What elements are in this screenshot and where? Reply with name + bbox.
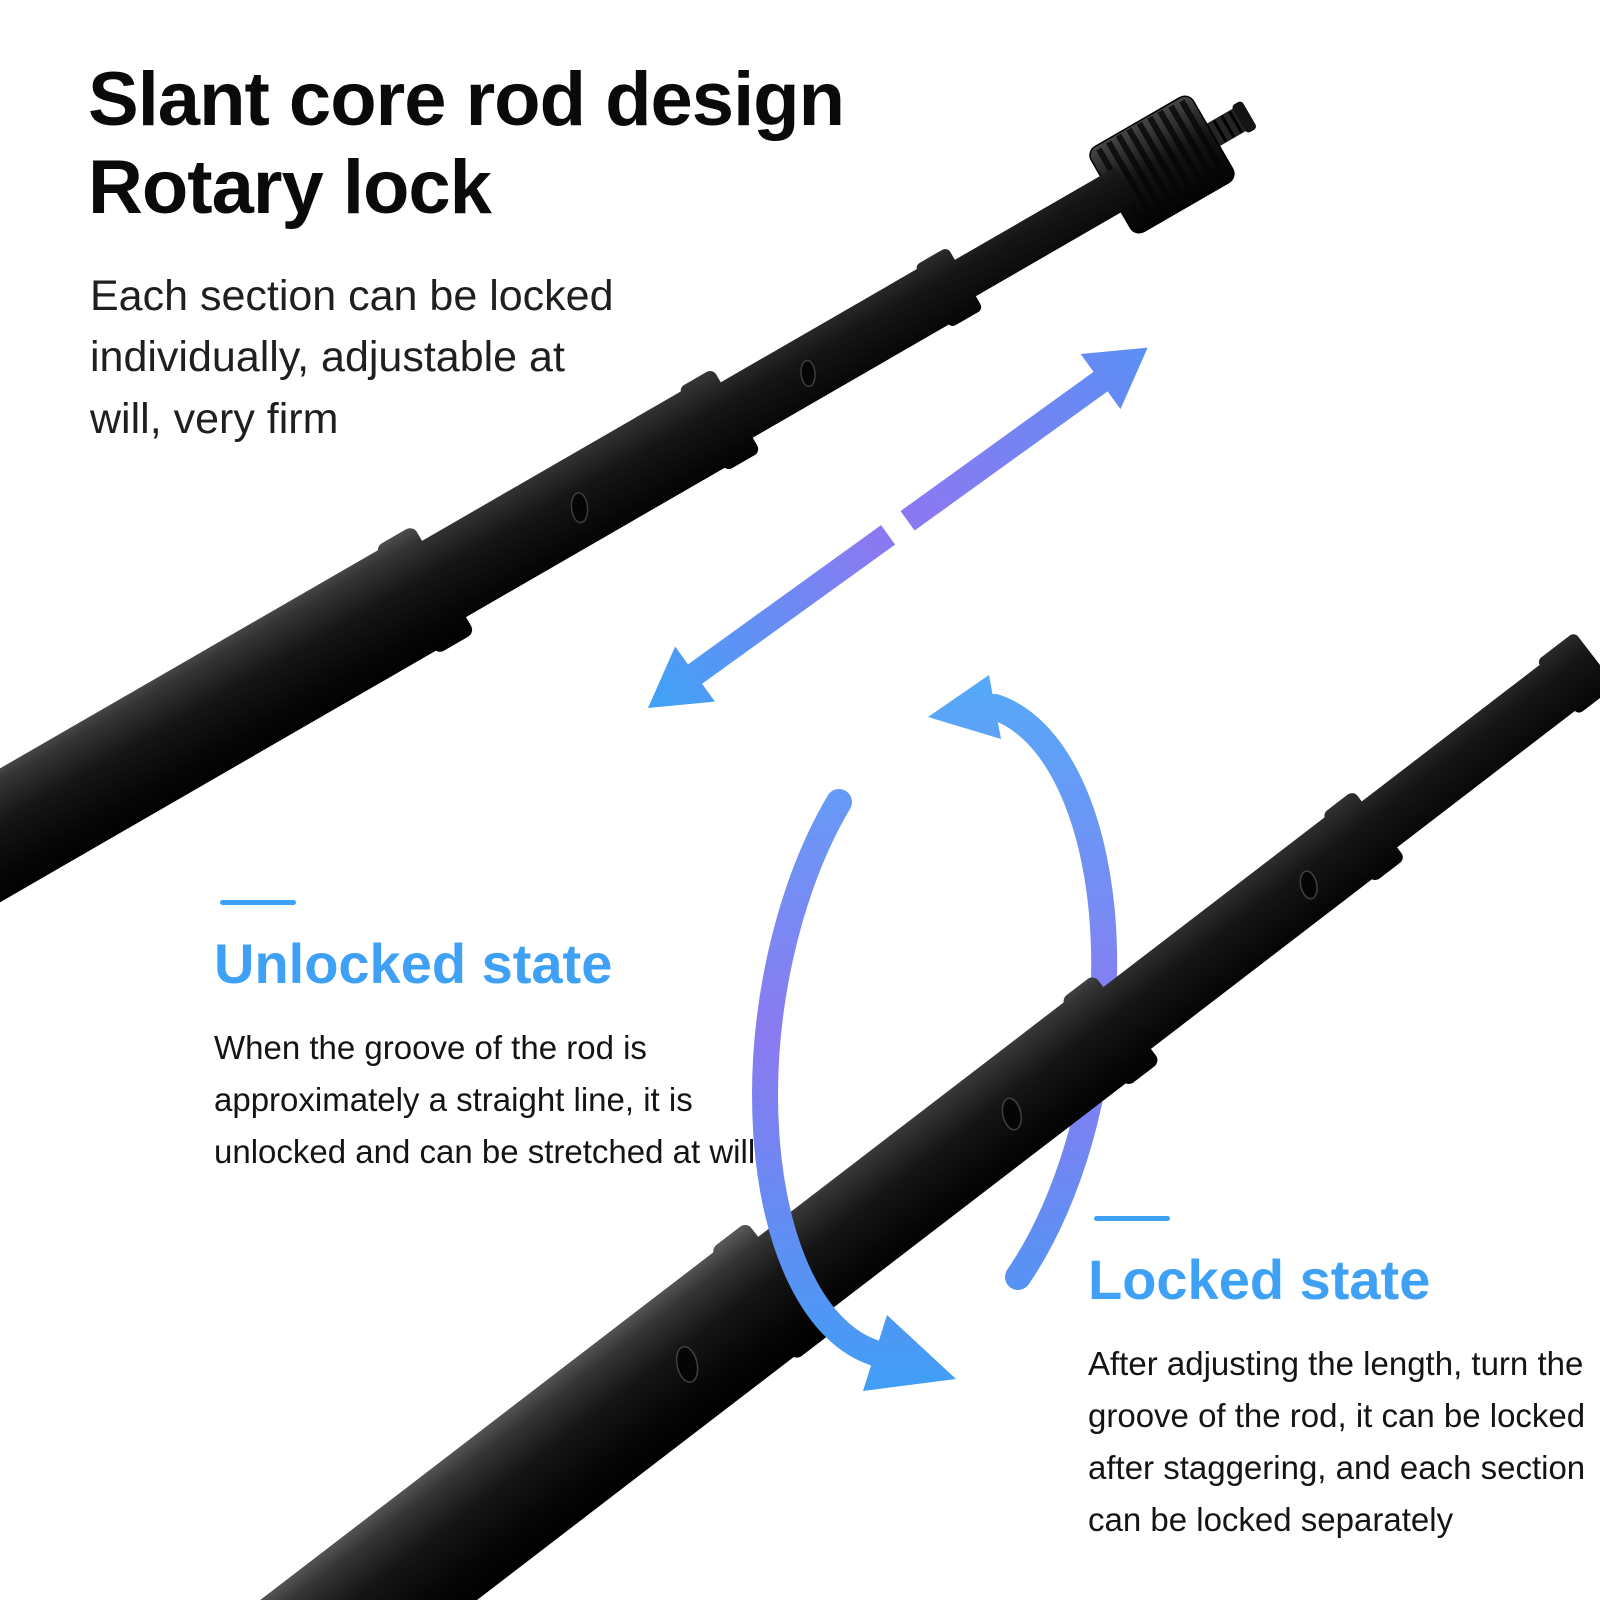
intro-paragraph: Each section can be locked individually,… — [90, 266, 614, 450]
telescopic-rod-extended — [0, 95, 1256, 966]
telescopic-rod-rotary-lock — [222, 634, 1600, 1600]
rod2-tube-4 — [1331, 647, 1598, 871]
intro-line: individually, adjustable at — [90, 333, 565, 382]
rod2-groove — [1001, 1097, 1022, 1131]
rod1-collar-a — [377, 528, 473, 652]
intro-line: will, very firm — [90, 394, 339, 443]
rod1-groove — [570, 491, 589, 524]
rotate-arrow-top-head — [928, 675, 1001, 739]
page-title-line2: Rotary lock — [88, 145, 492, 231]
rotate-arrow-front-arc — [752, 789, 888, 1366]
unlocked-state-description: When the groove of the rod is approximat… — [214, 1022, 755, 1178]
rod2-groove — [675, 1345, 699, 1383]
accent-line — [1094, 1216, 1170, 1221]
rod1-tube-2 — [392, 385, 735, 635]
rod2-tube-2 — [711, 980, 1155, 1354]
rotate-arrow-bottom-head — [863, 1315, 956, 1391]
desc-line: approximately a straight line, it is — [214, 1081, 693, 1119]
desc-line: after staggering, and each section — [1088, 1449, 1586, 1487]
desc-line: groove of the rod, it can be locked — [1088, 1397, 1586, 1435]
rod2-collar-a — [713, 1224, 829, 1358]
page-title-line1: Slant core rod design — [88, 57, 845, 142]
rod2-groove — [1299, 870, 1318, 900]
unlocked-state-block: Unlocked state When the groove of the ro… — [214, 900, 755, 1178]
screw-tip-icon — [1204, 101, 1256, 148]
desc-line: unlocked and can be stretched at will — [214, 1133, 756, 1171]
desc-line: can be locked separately — [1088, 1501, 1454, 1539]
unlocked-state-title: Unlocked state — [214, 932, 613, 995]
rotate-arrow-icon — [752, 675, 1001, 1391]
accent-line — [220, 900, 296, 905]
page-title: Slant core rod design Rotary lock — [88, 56, 845, 232]
locked-state-block: Locked state After adjusting the length,… — [1088, 1216, 1585, 1547]
rod2-tube-base — [222, 1245, 803, 1600]
rod2-tube-3 — [1067, 795, 1401, 1077]
rod1-collar-c — [916, 249, 982, 326]
extend-arrow-icon — [648, 347, 1148, 708]
rod1-collar-b — [680, 370, 759, 470]
rod2-collar-b — [1063, 977, 1158, 1084]
locked-state-title: Locked state — [1088, 1248, 1431, 1311]
rod1-groove — [800, 359, 816, 388]
rod2-collar-c — [1324, 793, 1403, 881]
desc-line: When the groove of the rod is — [214, 1029, 647, 1066]
locked-state-description: After adjusting the length, turn the gro… — [1088, 1338, 1585, 1547]
rotate-arrow-back-arc — [982, 694, 1118, 1290]
desc-line: After adjusting the length, turn the — [1088, 1345, 1584, 1382]
intro-line: Each section can be locked — [90, 272, 614, 320]
rod1-tube-base — [0, 544, 446, 966]
